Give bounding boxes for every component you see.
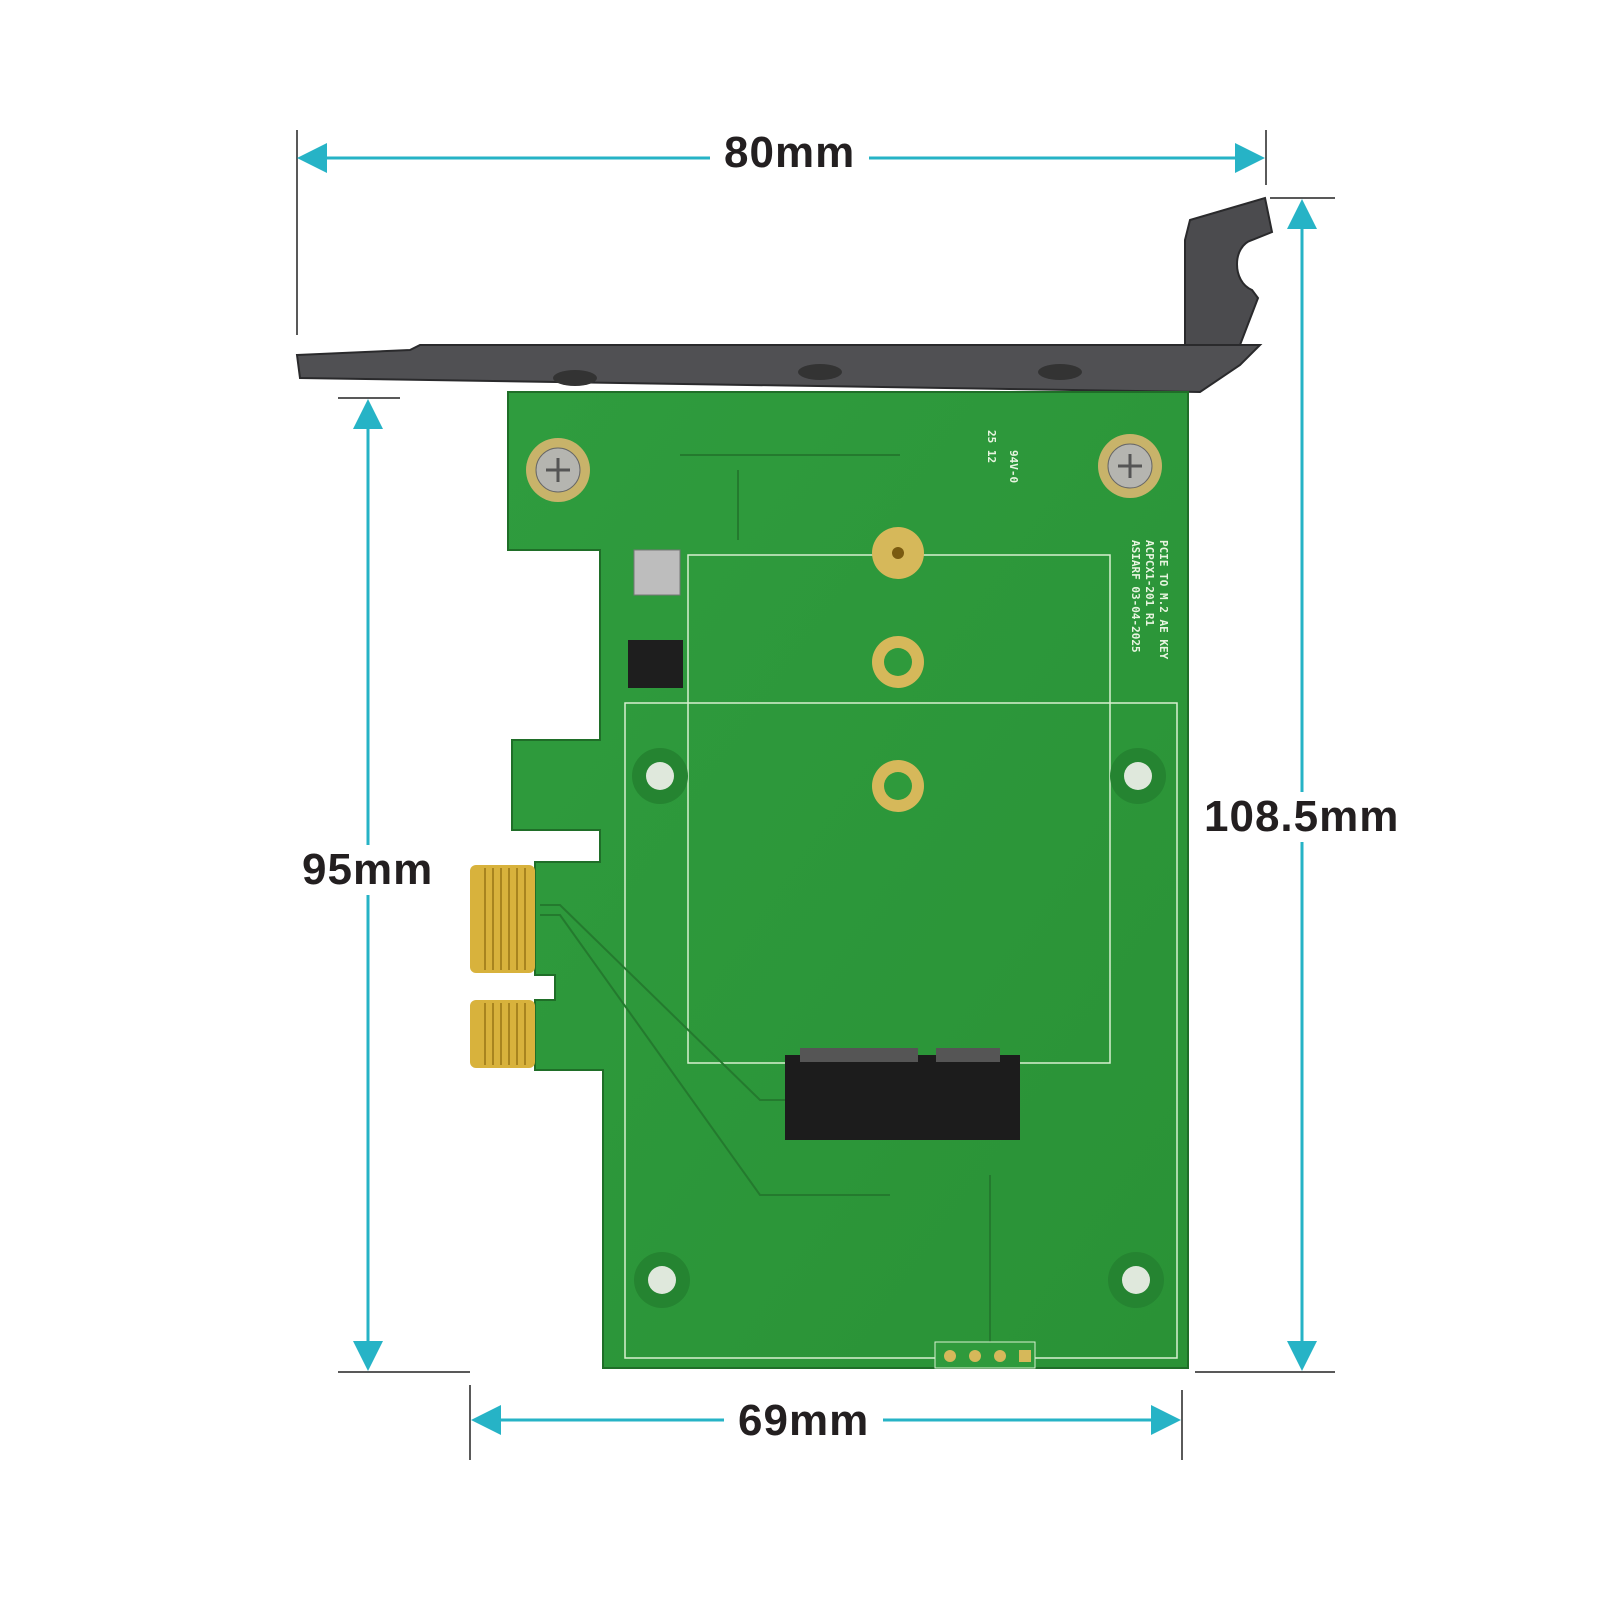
extension-lines: [296, 130, 1335, 1460]
svg-text:ACPCX1-201 R1: ACPCX1-201 R1: [1143, 540, 1156, 626]
height-95mm-label: 95mm: [288, 845, 448, 895]
pcie-gold-fingers: [470, 865, 535, 1068]
metal-bracket: [295, 196, 1274, 394]
height-108-5mm-label: 108.5mm: [1190, 792, 1414, 842]
svg-text:PCIE TO M.2 AE KEY: PCIE TO M.2 AE KEY: [1157, 540, 1170, 660]
pcb-rating-text: 94V-0: [1007, 450, 1020, 483]
pcb-silkscreen-text: PCIE TO M.2 AE KEY ACPCX1-201 R1 ASIARF …: [1129, 540, 1170, 660]
svg-text:ASIARF 03-04-2025: ASIARF 03-04-2025: [1129, 540, 1142, 653]
m2-slot-connector: [785, 1055, 1020, 1140]
components: [628, 549, 1036, 1369]
pcb-date-code: 25 12: [985, 430, 998, 463]
screw-icon: [526, 434, 1162, 502]
width-80mm-label: 80mm: [710, 128, 870, 178]
width-69mm-label: 69mm: [724, 1396, 884, 1446]
pcb-board: [507, 391, 1189, 1369]
mounting-holes: [632, 527, 1166, 1308]
